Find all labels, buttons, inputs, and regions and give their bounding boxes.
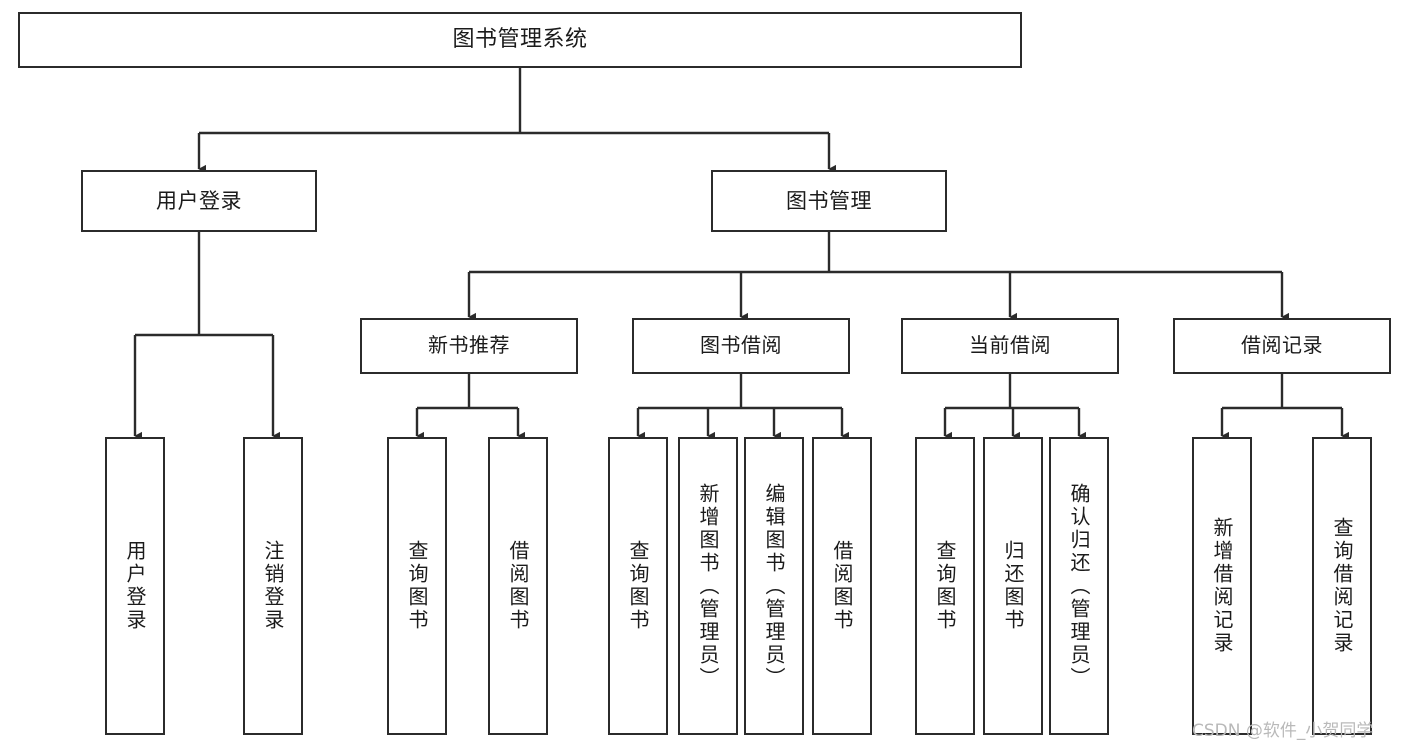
node-leaf-borrow-book-2[interactable]: 借阅图书 <box>812 437 872 735</box>
node-root[interactable]: 图书管理系统 <box>18 12 1022 68</box>
edge-paths <box>133 68 1349 441</box>
node-current-borrow[interactable]: 当前借阅 <box>901 318 1119 374</box>
node-label: 确认归还（管理员） <box>1067 482 1091 690</box>
node-label: 查询借阅记录 <box>1330 517 1354 655</box>
node-label: 归还图书 <box>1001 540 1025 632</box>
node-label: 查询图书 <box>405 540 429 632</box>
csdn-watermark: CSDN @软件_小贺同学 <box>1192 721 1374 741</box>
node-user-login[interactable]: 用户登录 <box>81 170 317 232</box>
node-leaf-user-login[interactable]: 用户登录 <box>105 437 165 735</box>
node-book-manage[interactable]: 图书管理 <box>711 170 947 232</box>
node-new-book-recommend[interactable]: 新书推荐 <box>360 318 578 374</box>
node-label: 图书管理 <box>786 188 872 213</box>
node-borrow-record[interactable]: 借阅记录 <box>1173 318 1391 374</box>
node-leaf-return-book[interactable]: 归还图书 <box>983 437 1043 735</box>
node-label: 当前借阅 <box>969 333 1051 358</box>
node-label: 用户登录 <box>156 188 242 213</box>
node-label: 借阅图书 <box>506 540 530 632</box>
node-label: 新书推荐 <box>428 333 510 358</box>
node-label: 查询图书 <box>626 540 650 632</box>
node-label: 借阅记录 <box>1241 333 1323 358</box>
node-book-borrow[interactable]: 图书借阅 <box>632 318 850 374</box>
node-leaf-add-borrow-record[interactable]: 新增借阅记录 <box>1192 437 1252 735</box>
node-label: 新增图书（管理员） <box>696 482 720 690</box>
node-leaf-query-borrow-record[interactable]: 查询借阅记录 <box>1312 437 1372 735</box>
node-label: 图书管理系统 <box>452 27 588 53</box>
node-leaf-user-logout[interactable]: 注销登录 <box>243 437 303 735</box>
node-leaf-borrow-book-1[interactable]: 借阅图书 <box>488 437 548 735</box>
node-label: 新增借阅记录 <box>1210 517 1234 655</box>
node-leaf-confirm-return-admin[interactable]: 确认归还（管理员） <box>1049 437 1109 735</box>
node-leaf-query-book-2[interactable]: 查询图书 <box>608 437 668 735</box>
node-leaf-query-book-1[interactable]: 查询图书 <box>387 437 447 735</box>
node-label: 图书借阅 <box>700 333 782 358</box>
node-label: 借阅图书 <box>830 540 854 632</box>
node-label: 用户登录 <box>123 540 147 632</box>
node-leaf-edit-book-admin[interactable]: 编辑图书（管理员） <box>744 437 804 735</box>
node-label: 注销登录 <box>261 540 285 632</box>
node-leaf-add-book-admin[interactable]: 新增图书（管理员） <box>678 437 738 735</box>
node-leaf-query-book-3[interactable]: 查询图书 <box>915 437 975 735</box>
node-label: 查询图书 <box>933 540 957 632</box>
node-label: 编辑图书（管理员） <box>762 482 786 690</box>
